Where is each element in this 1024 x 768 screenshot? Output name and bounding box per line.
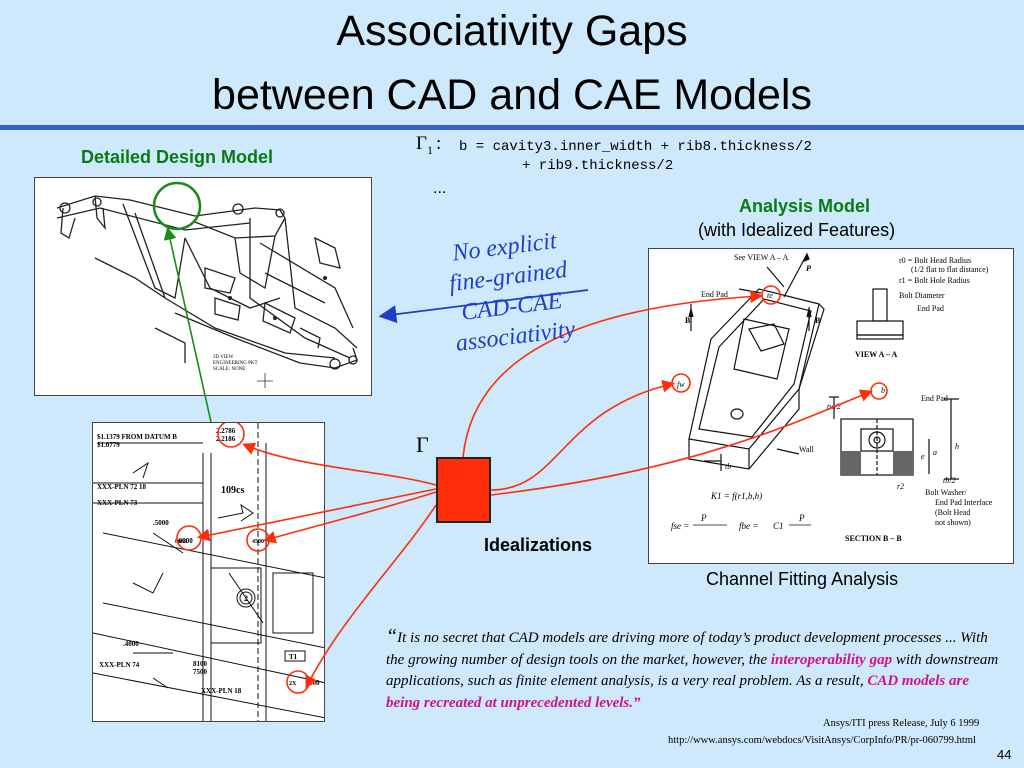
v7500-text: 7500 bbox=[193, 668, 208, 676]
holes-text: 109cs bbox=[221, 485, 244, 496]
bolt-washer-1: Bolt Washer/ bbox=[925, 488, 967, 497]
v4000-text: .4000 bbox=[123, 640, 139, 648]
tb-label: tb bbox=[725, 462, 731, 471]
idealization-box bbox=[436, 457, 491, 523]
bolt-diameter-label: Bolt Diameter bbox=[899, 291, 945, 300]
gamma1-label: Γ1: bbox=[416, 133, 441, 158]
r0b-label: (1/2 flat to flat distance) bbox=[911, 265, 989, 274]
end-pad-label: End Pad bbox=[701, 290, 728, 299]
formula-line2: + rib9.thickness/2 bbox=[522, 158, 674, 174]
engineering-drawing-sketch: $1.1379 FROM DATUM B $1.0779 2.2786 2.21… bbox=[93, 423, 324, 721]
bolt-washer-4: not shown) bbox=[935, 518, 971, 527]
end-pad-section-label: End Pad bbox=[921, 394, 948, 403]
page-number: 44 bbox=[997, 747, 1012, 762]
pln73-text: XXX-PLN 73 bbox=[97, 499, 138, 507]
view-caption-1: 3D VIEW bbox=[213, 355, 234, 360]
analysis-model-label: Analysis Model bbox=[739, 196, 871, 216]
view-caption-2: ENGINEERING PKT bbox=[213, 361, 258, 366]
fbe-formula: fbe = bbox=[739, 521, 758, 531]
view-aa-label: VIEW A – A bbox=[855, 350, 898, 359]
t1-tag-text: T1 bbox=[289, 653, 298, 661]
v8100-text: 8100 bbox=[193, 660, 208, 668]
b-left-label: B bbox=[685, 316, 691, 325]
gamma1-symbol: Γ bbox=[416, 133, 427, 154]
te-label: te bbox=[767, 291, 773, 300]
quote-close: ” bbox=[633, 694, 641, 711]
gamma-symbol: Γ bbox=[416, 432, 429, 457]
r0-label: r0 = Bolt Head Radius bbox=[899, 256, 971, 265]
formula-line1: b = cavity3.inner_width + rib8.thickness… bbox=[459, 139, 812, 155]
quote-part1: It is no secret that CAD models are driv… bbox=[386, 630, 988, 668]
cad-assembly-sketch: 3D VIEW ENGINEERING PKT SCALE: NONE bbox=[56, 181, 358, 388]
fw-label: fw bbox=[677, 380, 685, 389]
section-bb-label: SECTION B – B bbox=[845, 534, 902, 543]
c1-label: C1 bbox=[773, 521, 784, 531]
highlight-circle bbox=[152, 181, 202, 231]
pln72-text: XXX-PLN 72 18 bbox=[97, 483, 146, 491]
bolt-washer-2: End Pad Interface bbox=[935, 498, 993, 507]
v5000-text: .5000 bbox=[153, 519, 169, 527]
slide-title-line1: Associativity Gaps bbox=[336, 7, 688, 55]
see-view-label: See VIEW A – A bbox=[734, 253, 789, 262]
channel-fitting-sketch: See VIEW A – A P End Pad B B te fw Wall … bbox=[671, 252, 993, 543]
slide-title-line2: between CAD and CAE Models bbox=[212, 71, 812, 119]
r2-label: r2 bbox=[897, 482, 904, 491]
fbe-num: P bbox=[798, 513, 805, 523]
formula-ellipsis: ... bbox=[433, 180, 447, 197]
h-label: h bbox=[955, 442, 959, 451]
v8080-text: 8080 bbox=[175, 539, 187, 545]
gamma1-subscript: 1 bbox=[426, 142, 433, 157]
v4500-text: 4500 bbox=[252, 539, 264, 545]
press-quote: “It is no secret that CAD models are dri… bbox=[386, 625, 1006, 714]
fse-num: P bbox=[700, 513, 707, 523]
dim-text-2: 2.2186 bbox=[216, 435, 236, 443]
bolt-washer-3: (Bolt Head bbox=[935, 508, 970, 517]
dim-text-1: 2.2786 bbox=[216, 427, 236, 435]
tb2-label: tb/2 bbox=[943, 476, 955, 485]
gamma1-colon: : bbox=[435, 133, 442, 154]
analysis-model-drawing: See VIEW A – A P End Pad B B te fw Wall … bbox=[648, 248, 1014, 564]
title-rule bbox=[0, 125, 1024, 130]
datum-text-2: $1.0779 bbox=[97, 441, 120, 449]
source-url: http://www.ansys.com/webdocs/VisitAnsys/… bbox=[668, 735, 976, 746]
r1-label: r1 = Bolt Hole Radius bbox=[899, 276, 970, 285]
p-label: P bbox=[806, 264, 811, 273]
quote-emphasis: CAD models are being recreated at unprec… bbox=[386, 673, 970, 711]
quote-part2: with downstream applications, such as fi… bbox=[386, 651, 999, 690]
pln18-text: XXX-PLN 18 bbox=[201, 687, 242, 695]
detailed-design-drawing: 3D VIEW ENGINEERING PKT SCALE: NONE bbox=[34, 177, 372, 396]
e-label: e bbox=[921, 452, 925, 461]
pln74-text: XXX-PLN 74 bbox=[99, 661, 140, 669]
end-pad-view-label: End Pad bbox=[917, 304, 944, 313]
b-dim-label: b bbox=[881, 386, 885, 395]
analysis-model-sublabel: (with Idealized Features) bbox=[698, 220, 896, 240]
datum-text-1: $1.1379 FROM DATUM B bbox=[97, 433, 177, 441]
no-associativity-note: No explicit fine-grained CAD-CAE associa… bbox=[423, 223, 596, 362]
v2x-text: 2X bbox=[289, 681, 297, 687]
quote-open: “ bbox=[386, 625, 398, 647]
view-caption-3: SCALE: NONE bbox=[213, 367, 245, 372]
circle-2-text: 2 bbox=[244, 594, 248, 603]
a-label: a bbox=[933, 448, 937, 457]
fse-formula: fse = bbox=[671, 521, 689, 531]
v6000-text: .6000 bbox=[177, 537, 193, 545]
detailed-design-label: Detailed Design Model bbox=[81, 147, 274, 167]
b-right-label: B bbox=[815, 316, 821, 325]
quote-interoperability-gap: interoperability gap bbox=[770, 651, 893, 668]
k1-formula: K1 = f(r1,b,h) bbox=[710, 491, 762, 501]
channel-fitting-label: Channel Fitting Analysis bbox=[706, 569, 899, 589]
engineering-drawing: $1.1379 FROM DATUM B $1.0779 2.2786 2.21… bbox=[92, 422, 325, 722]
wall-label: Wall bbox=[799, 445, 815, 454]
idealizations-label: Idealizations bbox=[484, 535, 593, 555]
source-citation: Ansys/ITI press Release, July 6 1999 bbox=[823, 718, 980, 729]
